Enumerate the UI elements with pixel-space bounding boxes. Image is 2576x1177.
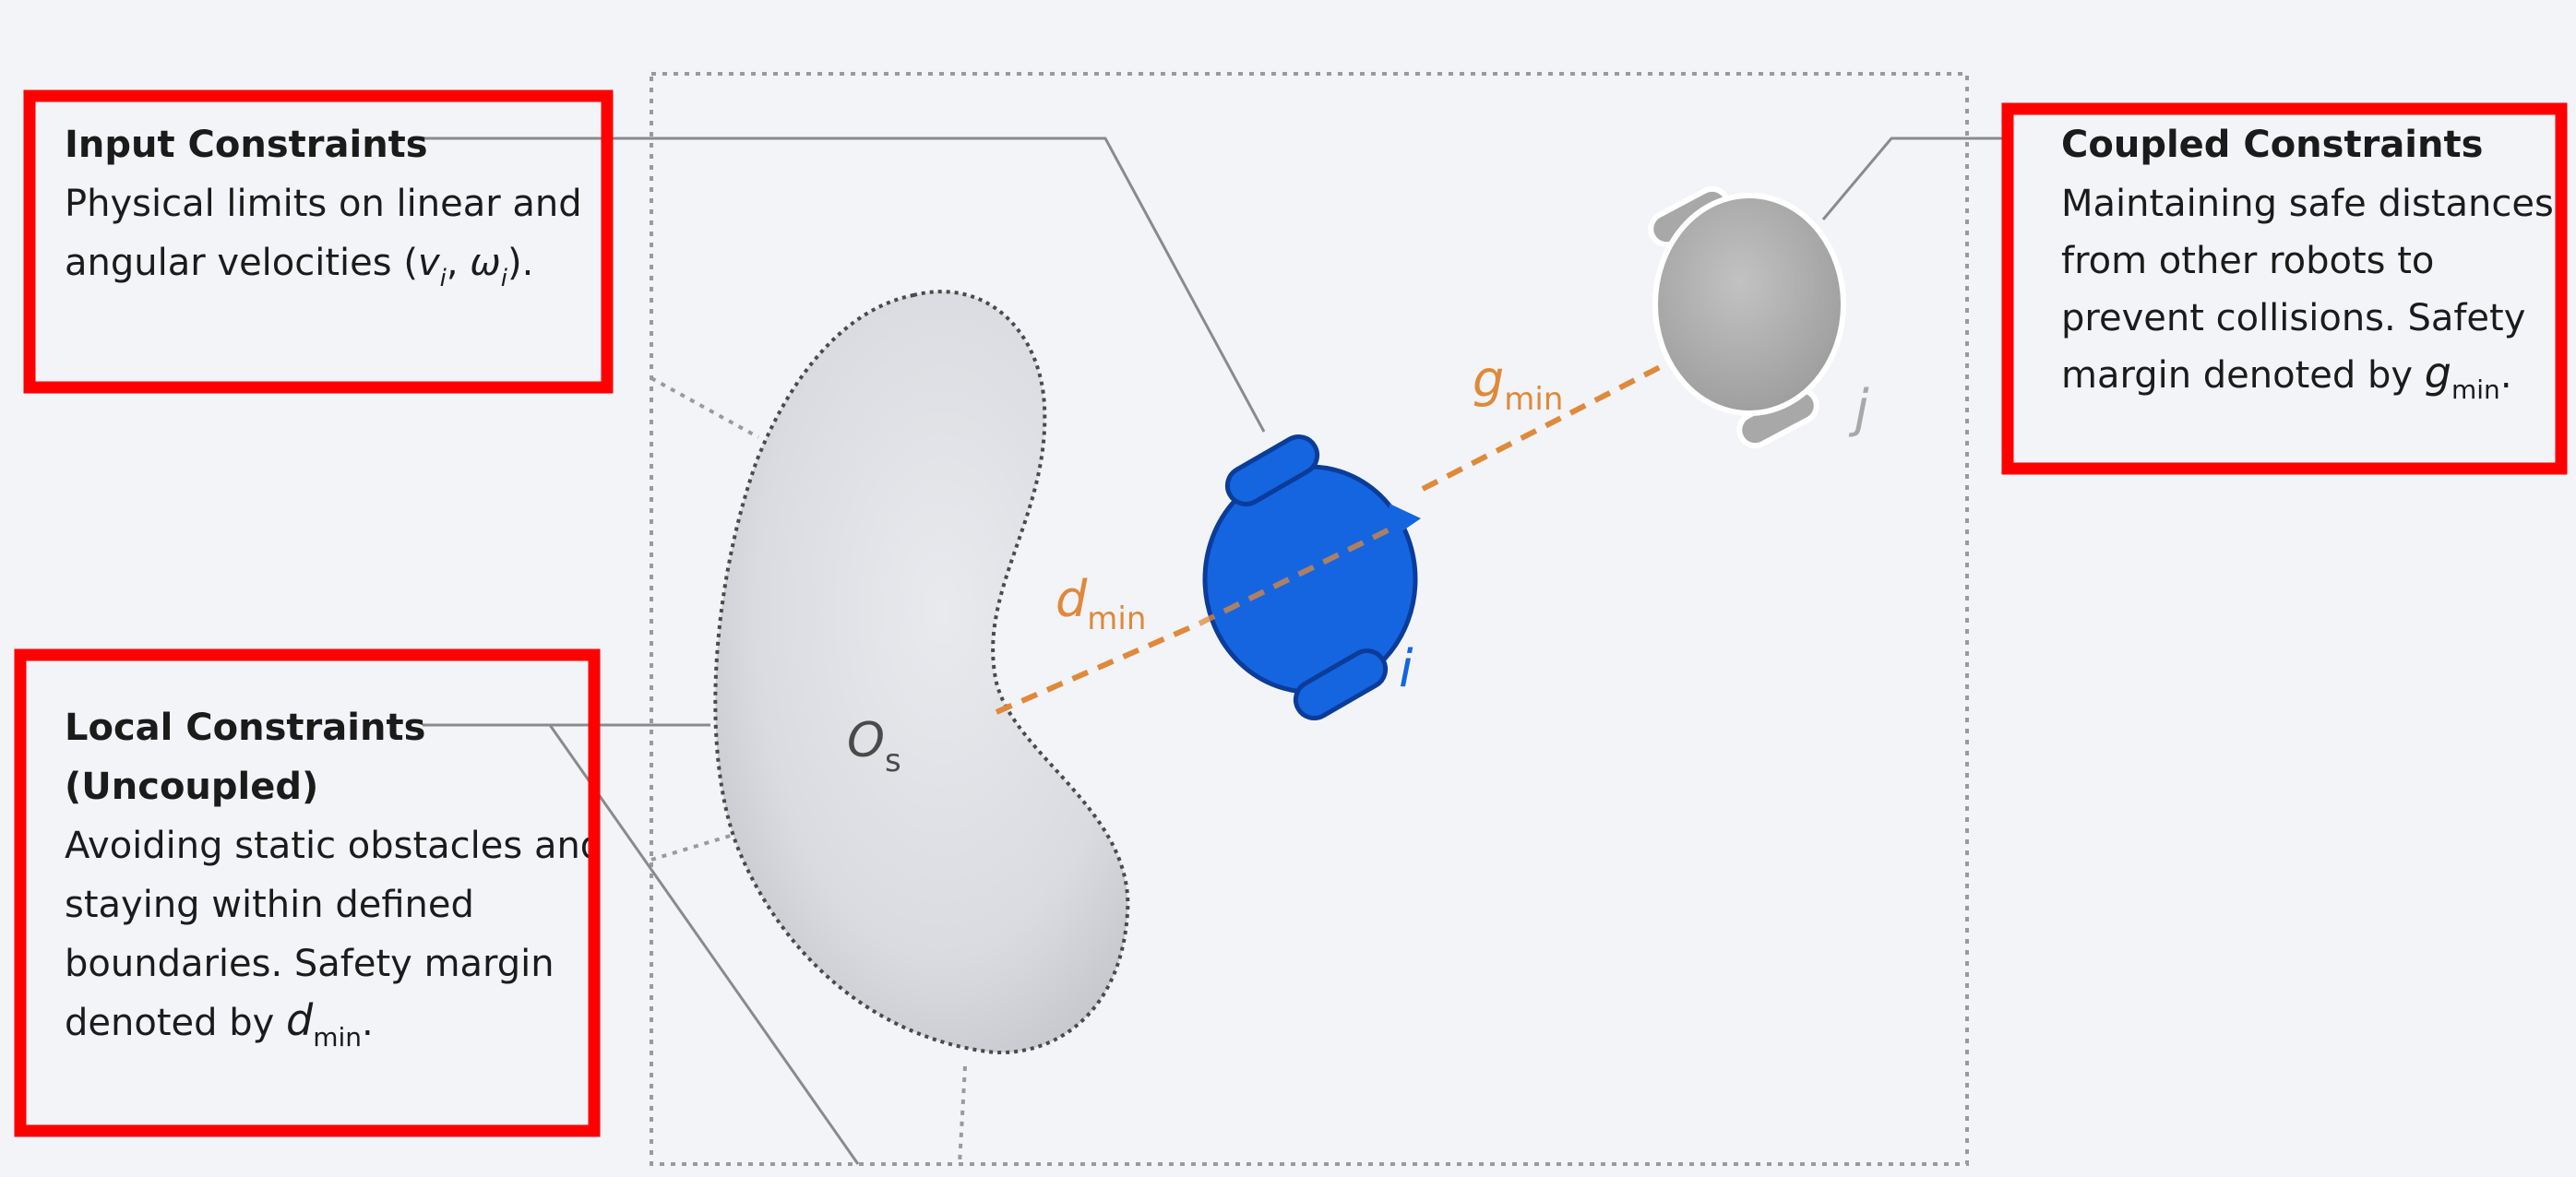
obstacle-label: Os [847,713,901,779]
dmin-line-over-robot [1198,525,1395,626]
dmin-label: dmin [1055,570,1146,637]
coupled-constraints-line4: margin denoted by gmin. [2061,348,2512,405]
local-constraints-line4: denoted by dmin. [65,995,374,1052]
input-constraints-line1: Physical limits on linear and [65,183,582,225]
local-bottom-leader-line [548,724,860,1165]
dmin-margin-line [995,621,1201,715]
robot-i-label: i [1399,639,1413,699]
gmin-label: gmin [1473,351,1563,418]
robot-i-heading-arrow [1386,504,1421,542]
local-constraints-subtitle: (Uncoupled) [65,766,318,808]
input-constraints-line2: angular velocities (vi, ωi). [65,242,533,292]
workspace-boundary [650,72,1969,1166]
local-constraints-line2: staying within defined [65,884,474,926]
input-constraints-panel: Input Constraints Physical limits on lin… [23,89,614,394]
coupled-constraints-highlight [2001,102,2568,475]
local-constraints-line1: Avoiding static obstacles and [65,825,603,867]
robot-i [1202,434,1421,720]
gmin-margin-line [1421,307,1773,492]
coupled-leader-line [1821,137,2010,220]
coupled-constraints-line2: from other robots to [2061,240,2434,282]
leader-lines [423,137,2010,1165]
local-constraints-highlight [14,648,601,1137]
coupled-constraints-line3: prevent collisions. Safety [2061,297,2525,339]
local-constraints-title: Local Constraints [65,707,425,749]
robot-j [1648,185,1846,449]
coupled-constraints-line1: Maintaining safe distances [2061,183,2554,225]
coupled-constraints-title: Coupled Constraints [2061,124,2483,166]
input-leader-line [423,137,1266,433]
input-constraints-highlight [23,89,614,394]
robot-j-body [1652,193,1846,416]
robot-i-wheel-top [1224,434,1320,506]
coupled-constraints-panel: Coupled Constraints Maintaining safe dis… [2001,102,2568,475]
local-constraints-panel: Local Constraints (Uncoupled) Avoiding s… [14,648,603,1137]
input-constraints-title: Input Constraints [65,124,428,166]
robot-i-wheel-bottom [1293,648,1389,720]
static-obstacle [713,290,1130,1054]
local-constraints-line3: boundaries. Safety margin [65,943,555,985]
